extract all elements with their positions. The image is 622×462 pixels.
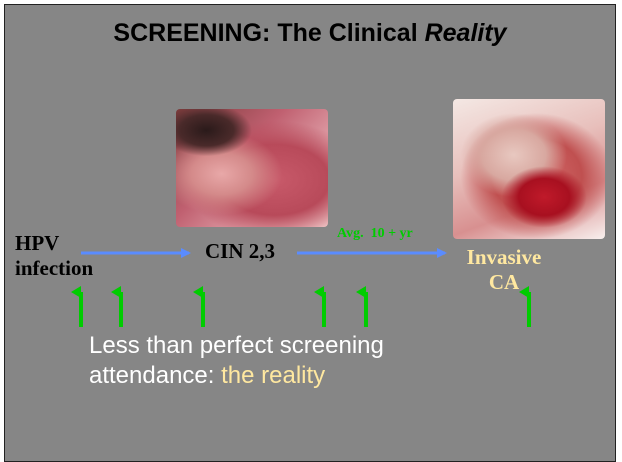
stage-hpv-line2: infection bbox=[15, 256, 93, 281]
stage-invasive-line1: Invasive bbox=[449, 245, 559, 270]
stage-hpv-line1: HPV bbox=[15, 231, 93, 256]
screening-arrows bbox=[81, 292, 529, 327]
timeline-arrows bbox=[5, 5, 616, 462]
stage-invasive-line2: CA bbox=[449, 270, 559, 295]
interval-label: Avg. 10 + yr bbox=[337, 226, 413, 242]
caption-line1: Less than perfect screening bbox=[89, 331, 384, 361]
slide: SCREENING: The Clinical Reality Avg. 10 … bbox=[4, 4, 616, 462]
caption-line2: attendance: the reality bbox=[89, 361, 384, 391]
caption-line2-prefix: attendance: bbox=[89, 362, 221, 389]
stage-cin: CIN 2,3 bbox=[205, 239, 275, 264]
caption-highlight: the reality bbox=[221, 362, 325, 389]
stage-invasive-ca: Invasive CA bbox=[449, 245, 559, 295]
caption: Less than perfect screening attendance: … bbox=[89, 331, 384, 391]
stage-hpv-infection: HPV infection bbox=[15, 231, 93, 281]
